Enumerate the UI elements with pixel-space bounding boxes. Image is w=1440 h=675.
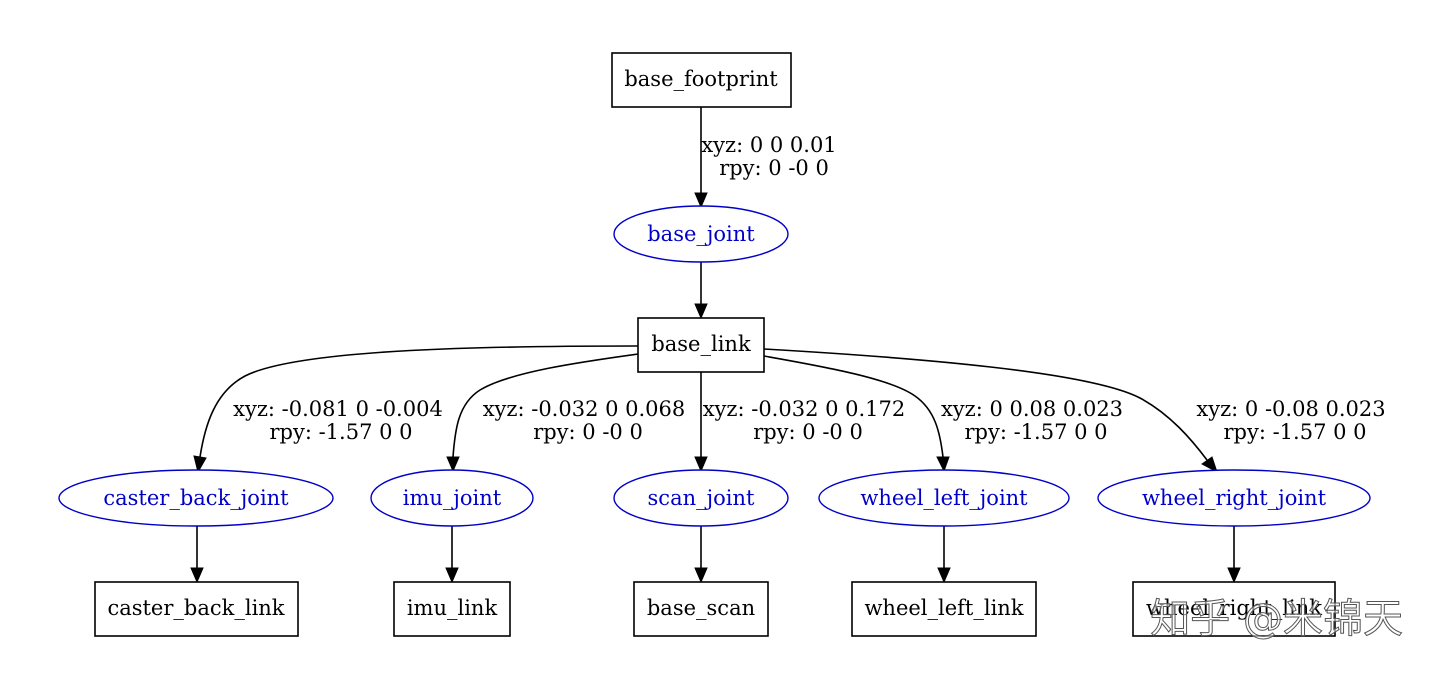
link-label: base_footprint [624, 67, 778, 91]
edge-label-scan-joint-xyz: xyz: -0.032 0 0.172 [703, 397, 906, 421]
joint-node-scan-joint[interactable]: scan_joint [613, 469, 789, 527]
edge-base-link-to-wheel-right-joint [763, 348, 1208, 461]
joint-ellipse [613, 469, 789, 527]
link-node-caster-back-link[interactable]: caster_back_link [94, 581, 299, 637]
joint-label: base_joint [647, 222, 755, 246]
link-label: base_link [651, 332, 751, 356]
joint-ellipse [370, 469, 534, 527]
link-label: imu_link [407, 596, 498, 620]
arrowhead [694, 192, 708, 209]
edge-label-base-joint-rpy: rpy: 0 -0 0 [719, 156, 829, 180]
edge-base-link-to-imu-joint [452, 353, 639, 458]
link-box [611, 52, 792, 108]
arrowhead [694, 456, 708, 473]
link-box [851, 581, 1037, 637]
link-node-wheel-right-link[interactable]: wheel_right_link [1132, 581, 1336, 637]
link-node-wheel-left-link[interactable]: wheel_left_link [851, 581, 1037, 637]
edge-base-link-to-wheel-left-joint [763, 355, 944, 458]
joint-node-base-joint[interactable]: base_joint [613, 205, 789, 263]
link-node-base-link[interactable]: base_link [637, 317, 765, 373]
arrowhead [190, 567, 204, 584]
arrowhead [937, 567, 951, 584]
joint-label: wheel_right_joint [1142, 486, 1327, 510]
arrowhead [694, 303, 708, 320]
link-node-imu-link[interactable]: imu_link [393, 581, 511, 637]
edge-label-imu-joint-rpy: rpy: 0 -0 0 [533, 420, 643, 444]
joint-ellipse [1097, 469, 1371, 527]
edge-label-caster-back-joint-xyz: xyz: -0.081 0 -0.004 [233, 397, 443, 421]
edge-label-scan-joint-rpy: rpy: 0 -0 0 [753, 420, 863, 444]
link-label: caster_back_link [107, 596, 284, 620]
joint-label: wheel_left_joint [860, 486, 1028, 510]
edge-labels: xyz: 0 0 0.01 rpy: 0 -0 0 xyz: -0.081 0 … [233, 133, 1385, 444]
joint-ellipse [818, 469, 1070, 527]
joint-node-wheel-left-joint[interactable]: wheel_left_joint [818, 469, 1070, 527]
edges [190, 107, 1241, 584]
arrowhead [193, 455, 207, 474]
edge-base-link-to-caster-back-joint [199, 345, 639, 458]
joint-node-caster-back-joint[interactable]: caster_back_joint [58, 469, 334, 527]
link-box [94, 581, 299, 637]
edge-label-wheel-right-joint-rpy: rpy: -1.57 0 0 [1223, 420, 1366, 444]
joint-label: caster_back_joint [103, 486, 289, 510]
link-box [393, 581, 511, 637]
edge-label-caster-back-joint-rpy: rpy: -1.57 0 0 [269, 420, 412, 444]
joint-node-wheel-right-joint[interactable]: wheel_right_joint [1097, 469, 1371, 527]
arrowhead [694, 567, 708, 584]
link-label: wheel_right_link [1146, 596, 1322, 620]
edge-label-wheel-right-joint-xyz: xyz: 0 -0.08 0.023 [1196, 397, 1385, 421]
arrowhead [446, 456, 460, 473]
edge-label-base-joint-xyz: xyz: 0 0 0.01 [701, 133, 836, 157]
link-box [637, 317, 765, 373]
link-label: wheel_left_link [864, 596, 1023, 620]
edge-label-wheel-left-joint-rpy: rpy: -1.57 0 0 [964, 420, 1107, 444]
arrowhead [1227, 567, 1241, 584]
joint-ellipse [613, 205, 789, 263]
joint-ellipse [58, 469, 334, 527]
joint-label: imu_joint [403, 486, 502, 510]
arrowhead [445, 567, 459, 584]
arrowhead [936, 456, 950, 473]
link-label: base_scan [647, 596, 755, 620]
link-node-base-footprint[interactable]: base_footprint [611, 52, 792, 108]
joint-node-imu-joint[interactable]: imu_joint [370, 469, 534, 527]
edge-label-imu-joint-xyz: xyz: -0.032 0 0.068 [483, 397, 686, 421]
watermark-text: 知乎 @米锦天 [1150, 596, 1403, 642]
joint-label: scan_joint [648, 486, 755, 510]
link-box [1132, 581, 1336, 637]
link-node-base-scan[interactable]: base_scan [633, 581, 769, 637]
arrowhead [1201, 456, 1218, 474]
edge-label-wheel-left-joint-xyz: xyz: 0 0.08 0.023 [941, 397, 1123, 421]
link-box [633, 581, 769, 637]
